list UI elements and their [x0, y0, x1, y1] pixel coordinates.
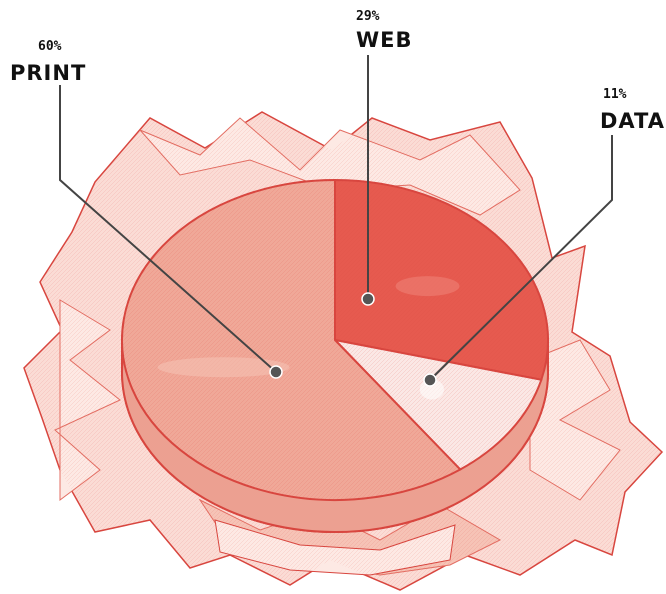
pie-slice-highlight-web	[395, 276, 460, 297]
leader-dot-web	[361, 292, 375, 306]
slice-label-web-name: WEB	[356, 28, 413, 52]
leader-dot-print	[269, 365, 283, 379]
slice-label-print-value: 60%	[38, 39, 62, 54]
slice-label-web-value: 29%	[356, 9, 380, 24]
slice-label-data-value: 11%	[603, 87, 627, 102]
leader-line-data	[429, 135, 613, 381]
pie-slice-texture-print	[122, 180, 461, 500]
leader-lines	[59, 55, 613, 387]
pie-slice-highlight-print	[157, 357, 290, 378]
pie-slices	[121, 178, 549, 501]
slice-label-data-name: DATA	[600, 109, 665, 133]
slice-labels: 60% PRINT 29% WEB 11% DATA	[10, 9, 665, 133]
leader-line-print	[59, 85, 277, 373]
slice-label-print-name: PRINT	[10, 61, 86, 85]
pie-slice-texture-data	[335, 340, 542, 470]
leader-dot-data	[423, 373, 437, 387]
